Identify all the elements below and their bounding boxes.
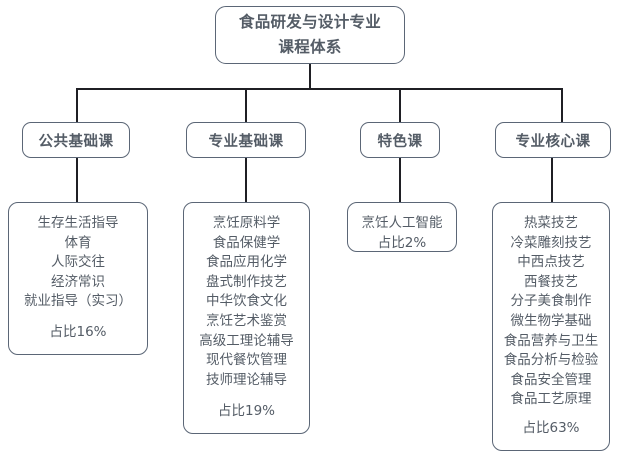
course-item: 生存生活指导 [37,215,119,231]
connector-drop-category-3 [399,88,401,122]
leaf-node-public-basic-courses: 生存生活指导 体育 人际交往 经济常识 就业指导（实习） 占比16% [8,202,148,355]
course-item: 高级工理论辅导 [199,332,294,349]
course-item: 食品应用化学 [206,254,287,271]
connector-drop-category-4 [561,88,563,122]
course-item: 经济常识 [51,273,105,290]
share-label: 占比63% [522,420,580,437]
connector-stem-leaf-3 [399,158,401,202]
course-item: 西餐技艺 [524,273,578,290]
course-item: 分子美食制作 [510,293,592,310]
course-item: 就业指导（实习） [24,293,132,310]
course-item: 食品工艺原理 [510,391,592,408]
course-item: 现代餐饮管理 [206,352,287,369]
course-item: 食品安全管理 [510,371,592,388]
category-node-featured: 特色课 [360,122,440,158]
course-item: 体育 [64,234,92,251]
course-item: 食品分析与检验 [503,352,599,369]
category-label-major-core: 专业核心课 [515,133,591,150]
leaf-node-major-core-courses: 热菜技艺 冷菜雕刻技艺 中西点技艺 西餐技艺 分子美食制作 微生物学基础 食品营… [492,202,610,451]
course-item: 食品营养与卫生 [503,332,599,349]
connector-horizontal-bar [76,88,562,90]
share-label: 占比2% [377,234,427,251]
category-node-major-core: 专业核心课 [495,122,611,158]
course-item: 人际交往 [51,254,105,271]
course-item: 烹饪人工智能 [361,215,443,231]
course-item: 中西点技艺 [517,254,585,271]
connector-stem-leaf-4 [551,158,553,202]
leaf-node-major-basic-courses: 烹饪原料学 食品保健学 食品应用化学 盘式制作技艺 中华饮食文化 烹饪艺术鉴赏 … [183,202,310,434]
root-title-line-2: 课程体系 [278,38,342,56]
category-label-major-basic: 专业基础课 [208,133,284,150]
course-item: 热菜技艺 [524,215,578,231]
connector-root-trunk [309,64,311,89]
connector-stem-leaf-2 [245,158,247,202]
category-node-major-basic: 专业基础课 [186,122,306,158]
leaf-node-featured-courses: 烹饪人工智能 占比2% [347,202,457,252]
course-item: 盘式制作技艺 [206,273,287,290]
connector-stem-leaf-1 [76,158,78,202]
share-label: 占比19% [217,403,275,420]
category-node-public-basic: 公共基础课 [22,122,130,158]
root-node-course-system: 食品研发与设计专业 课程体系 [215,6,405,64]
course-item: 中华饮食文化 [206,293,287,310]
course-item: 烹饪原料学 [212,215,281,231]
category-label-featured: 特色课 [377,133,423,150]
course-item: 冷菜雕刻技艺 [510,234,592,251]
course-item: 微生物学基础 [510,312,592,329]
category-label-public-basic: 公共基础课 [38,133,114,150]
connector-drop-category-2 [245,88,247,122]
connector-drop-category-1 [76,88,78,122]
course-item: 技师理论辅导 [206,371,287,388]
root-title-line-1: 食品研发与设计专业 [238,13,382,31]
course-item: 烹饪艺术鉴赏 [206,312,287,329]
course-item: 食品保健学 [212,234,281,251]
share-label: 占比16% [49,324,107,341]
